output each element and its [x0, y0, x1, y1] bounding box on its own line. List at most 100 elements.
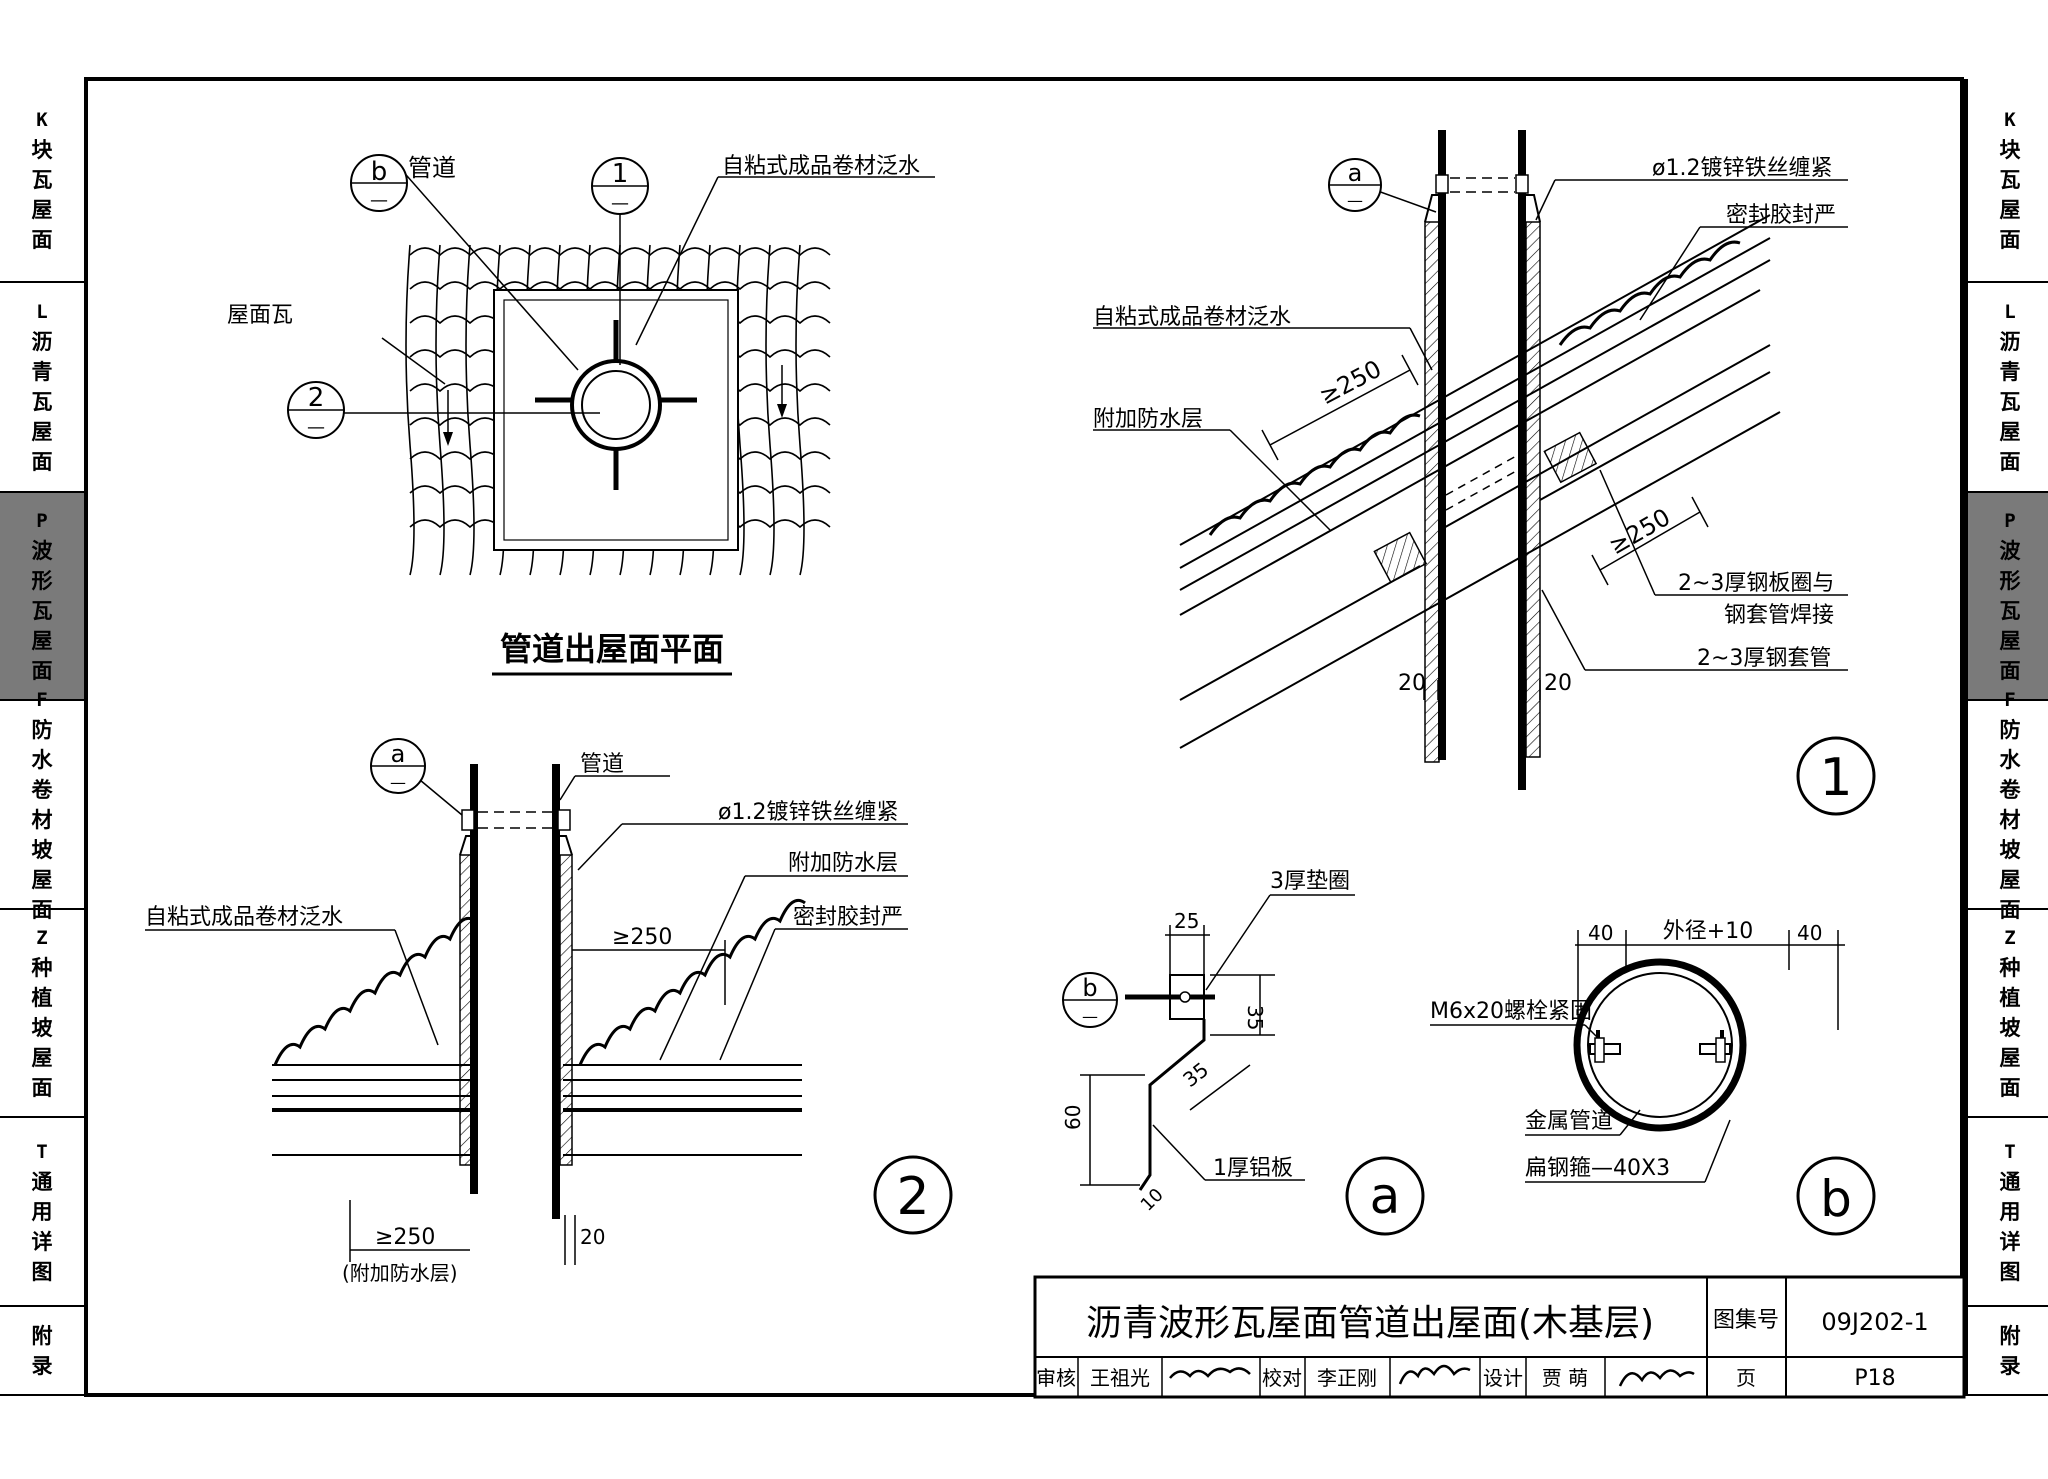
sidebar-char: 屋	[31, 1046, 53, 1070]
d1-wire-label: ø1.2镀锌铁丝缠紧	[1652, 156, 1832, 181]
sidebar-char: 通	[1999, 1169, 2021, 1194]
title-block-designer: 贾 萌	[1542, 1366, 1588, 1390]
sidebar-char: 沥	[1999, 330, 2021, 354]
sidebar-section-appendix: 附录	[1968, 1307, 2048, 1396]
sidebar-char: 屋	[1999, 867, 2021, 892]
sidebar-char: 青	[1999, 360, 2021, 384]
d1-marker-a: a —	[1328, 158, 1382, 212]
sidebar-char: 瓦	[1999, 390, 2021, 414]
sidebar-char: 用	[1999, 1199, 2021, 1224]
svg-text:—: —	[1347, 191, 1363, 210]
sidebar-code: L	[36, 301, 48, 323]
plan-title: 管道出屋面平面	[500, 630, 724, 668]
sidebar-char: 面	[31, 659, 53, 683]
svg-text:1: 1	[612, 159, 629, 189]
sidebar-section-appendix: 附录	[0, 1307, 84, 1396]
sidebar-char: 通	[31, 1169, 53, 1194]
detail-b: 40 40 外径+10 M6x20螺栓紧固 金属管道 扁钢箍—40X3 b	[1430, 919, 1876, 1236]
sidebar-char: 块	[1999, 138, 2021, 162]
sidebar-char: 瓦	[31, 390, 53, 414]
sidebar-char: 面	[31, 450, 53, 474]
sidebar-char: 坡	[31, 837, 53, 862]
d2-number: 2	[873, 1155, 953, 1235]
title-block-checker: 李正刚	[1317, 1366, 1377, 1390]
sidebar-code: F	[2004, 688, 2016, 711]
da-dim-35b: 35	[1178, 1057, 1213, 1092]
sidebar-char: 种	[31, 956, 53, 980]
d1-ring-label-2: 钢套管焊接	[1724, 603, 1834, 628]
db-dim-outer: 外径+10	[1663, 919, 1753, 944]
sidebar-char: 详	[1999, 1229, 2021, 1254]
sidebar-code: Z	[36, 927, 48, 949]
svg-text:a: a	[391, 740, 406, 768]
title-block: 沥青波形瓦屋面管道出屋面(木基层) 图集号 09J202-1 审核 王祖光 校对…	[1033, 1275, 1966, 1399]
d2-dim-250a: ≥250	[612, 925, 672, 950]
sidebar-code: P	[2004, 510, 2016, 532]
sidebar-code: L	[2004, 301, 2016, 323]
svg-text:b: b	[1820, 1170, 1852, 1228]
da-dim-60: 60	[1061, 1105, 1085, 1130]
sidebar-code: F	[36, 688, 48, 711]
sidebar-char: 屋	[1999, 420, 2021, 444]
sidebar-char: 面	[1999, 450, 2021, 474]
sidebar-char: 录	[31, 1353, 53, 1378]
d2-extra-layer-label: 附加防水层	[788, 851, 898, 876]
d1-flashing-label: 自粘式成品卷材泛水	[1093, 305, 1291, 330]
sidebar-char: 水	[1999, 747, 2021, 772]
da-plate-label: 1厚铝板	[1213, 1156, 1293, 1181]
sidebar-char: 屋	[31, 420, 53, 444]
sidebar-char: 材	[31, 807, 53, 832]
svg-text:2: 2	[308, 383, 325, 413]
sidebar-char: 沥	[31, 330, 53, 354]
sidebar-char: 卷	[1999, 777, 2021, 802]
sidebar-char: 波	[31, 539, 53, 563]
title-block-atlas-label: 图集号	[1713, 1308, 1779, 1333]
title-block-title: 沥青波形瓦屋面管道出屋面(木基层)	[1086, 1303, 1654, 1344]
sidebar-code: T	[2004, 1140, 2016, 1163]
sidebar-char: 形	[1999, 569, 2021, 593]
sidebar-char: 屋	[31, 629, 53, 653]
sidebar-char: 面	[1999, 228, 2021, 252]
sidebar-code: T	[36, 1140, 48, 1163]
svg-text:a: a	[1370, 1167, 1401, 1225]
d2-marker-a: a —	[370, 738, 426, 794]
d1-sealant-label: 密封胶封严	[1726, 203, 1836, 228]
plan-pipe-label: 管道	[408, 154, 456, 182]
sidebar-char: 植	[1999, 986, 2021, 1010]
detail-a: 25 35 35 60 10 3厚垫圈 1厚铝板 b — a	[1061, 869, 1425, 1236]
db-pipe-label: 金属管道	[1525, 1109, 1613, 1134]
title-block-atlas-no: 09J202-1	[1821, 1308, 1928, 1336]
sidebar-code: K	[36, 109, 48, 131]
sidebar-char: 屋	[31, 198, 53, 222]
da-marker-b: b —	[1062, 972, 1118, 1028]
d2-extra-note: (附加防水层)	[342, 1261, 458, 1285]
d2-pipe-label: 管道	[580, 752, 624, 777]
sidebar-char: 面	[31, 228, 53, 252]
sidebar-char: 用	[31, 1199, 53, 1224]
sidebar-char: 屋	[1999, 1046, 2021, 1070]
detail-1: ≥250 ≥250 20 20 ø1.2镀锌铁丝缠紧 密封胶封严 自粘式成品卷材…	[1093, 130, 1876, 816]
sidebar-char: 瓦	[31, 168, 53, 192]
detail-2: 管道 ø1.2镀锌铁丝缠紧 附加防水层 密封胶封严 自粘式成品卷材泛水 ≥250…	[145, 738, 953, 1285]
svg-text:b: b	[371, 157, 388, 187]
sidebar-code: P	[36, 510, 48, 532]
sidebar-char: 屋	[1999, 629, 2021, 653]
title-block-review-label: 审核	[1036, 1366, 1076, 1390]
da-washer-label: 3厚垫圈	[1270, 869, 1350, 894]
d1-dim-20b: 20	[1544, 671, 1572, 696]
sidebar-char: 面	[31, 1076, 53, 1100]
sidebar-char: 瓦	[1999, 168, 2021, 192]
da-number: a	[1345, 1156, 1425, 1236]
sidebar-char: 面	[1999, 1076, 2021, 1100]
sidebar-char: 瓦	[1999, 599, 2021, 623]
title-block-check-label: 校对	[1262, 1366, 1302, 1390]
